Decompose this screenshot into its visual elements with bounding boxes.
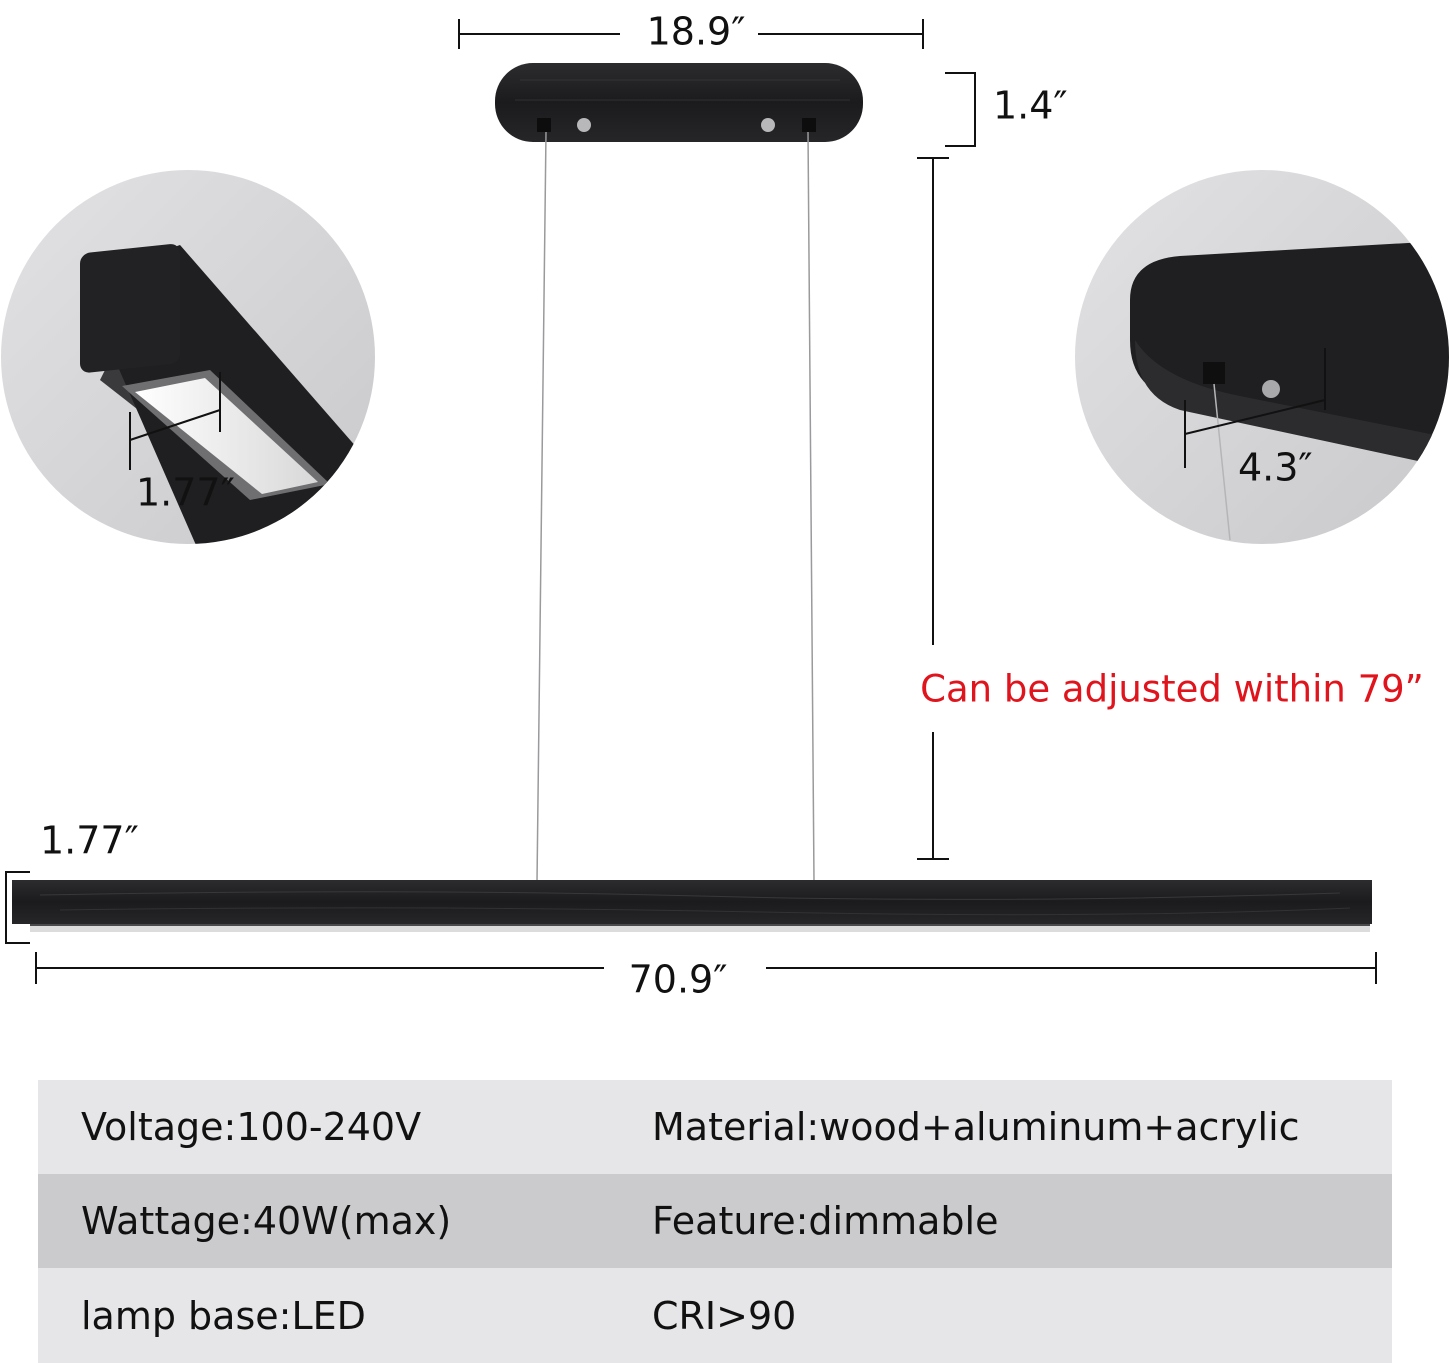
canopy bbox=[495, 63, 863, 142]
spec-row: Voltage:100-240V Material:wood+aluminum+… bbox=[38, 1080, 1392, 1174]
spec-voltage: Voltage:100-240V bbox=[81, 1105, 422, 1149]
detail-circle-right: 4.3″ bbox=[1075, 170, 1449, 544]
bar-length-label: 70.9″ bbox=[629, 958, 728, 1002]
detail-circle-left: 1.77″ bbox=[1, 170, 375, 544]
canopy-height-dimension bbox=[945, 72, 976, 147]
canopy-width-label: 18.9″ bbox=[647, 10, 746, 54]
bar-length-dimension bbox=[35, 952, 1377, 984]
bar-height-label: 1.77″ bbox=[40, 819, 139, 863]
cable-adjust-label: Can be adjusted within 79” bbox=[920, 668, 1424, 711]
light-bar bbox=[12, 880, 1372, 932]
canopy-width-dimension bbox=[458, 19, 924, 49]
spec-lamp-base: lamp base:LED bbox=[81, 1293, 366, 1338]
spec-material: Material:wood+aluminum+acrylic bbox=[652, 1105, 1300, 1149]
canopy-height-label: 1.4″ bbox=[993, 84, 1068, 128]
cable-length-dimension bbox=[917, 157, 949, 860]
bar-height-dimension bbox=[5, 871, 30, 944]
detail-left-label: 1.77″ bbox=[136, 471, 235, 515]
spec-row: Wattage:40W(max) Feature:dimmable bbox=[38, 1174, 1392, 1268]
dimension-diagram: 18.9″ 1.4″ Can be adjusted within 79” 1.… bbox=[1, 10, 1449, 1002]
suspension-cables bbox=[536, 131, 815, 883]
spec-cri: CRI>90 bbox=[652, 1293, 797, 1338]
detail-right-label: 4.3″ bbox=[1238, 446, 1313, 490]
spec-table: Voltage:100-240V Material:wood+aluminum+… bbox=[38, 1080, 1392, 1363]
spec-feature: Feature:dimmable bbox=[652, 1199, 999, 1243]
spec-wattage: Wattage:40W(max) bbox=[81, 1199, 452, 1243]
spec-row: lamp base:LED CRI>90 bbox=[38, 1268, 1392, 1363]
